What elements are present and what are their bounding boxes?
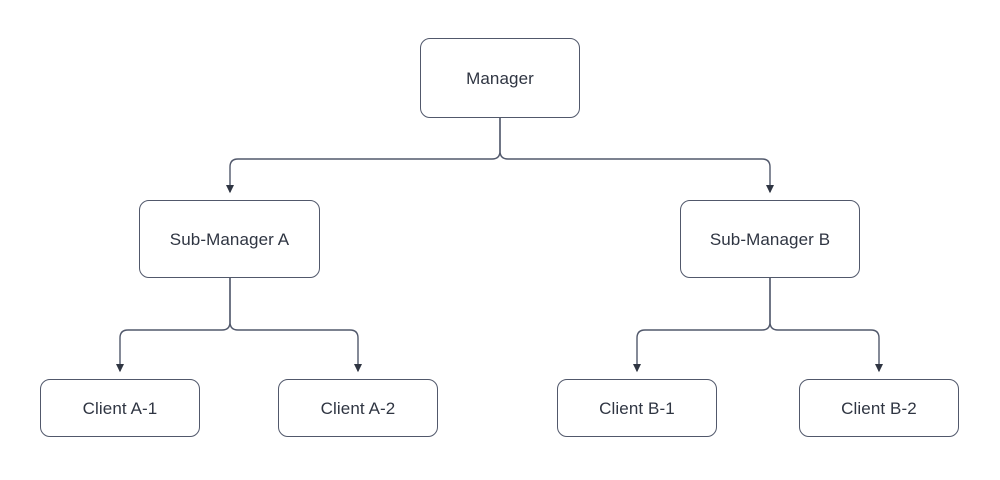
node-sub-manager-b-label: Sub-Manager B: [709, 229, 831, 249]
node-client-b2-label: Client B-2: [841, 398, 917, 418]
node-sub-manager-b[interactable]: Sub-Manager B: [680, 200, 860, 278]
edge-sub-manager-b-to-client-b1: [632, 278, 771, 373]
node-client-b2[interactable]: Client B-2: [799, 379, 959, 437]
node-manager[interactable]: Manager: [420, 38, 580, 118]
edge-manager-to-sub-manager-b: [499, 118, 775, 194]
node-client-a2-label: Client A-2: [320, 398, 396, 418]
edge-sub-manager-a-to-client-a2: [229, 278, 363, 373]
edge-manager-to-sub-manager-a: [225, 118, 501, 194]
node-manager-label: Manager: [466, 68, 534, 88]
node-client-a1[interactable]: Client A-1: [40, 379, 200, 437]
node-sub-manager-a-label: Sub-Manager A: [169, 229, 290, 249]
edge-sub-manager-a-to-client-a1: [115, 278, 231, 373]
edge-sub-manager-b-to-client-b2: [769, 278, 884, 373]
node-sub-manager-a[interactable]: Sub-Manager A: [139, 200, 320, 278]
node-client-a2[interactable]: Client A-2: [278, 379, 438, 437]
node-client-b1-label: Client B-1: [599, 398, 675, 418]
node-client-b1[interactable]: Client B-1: [557, 379, 717, 437]
node-client-a1-label: Client A-1: [82, 398, 158, 418]
